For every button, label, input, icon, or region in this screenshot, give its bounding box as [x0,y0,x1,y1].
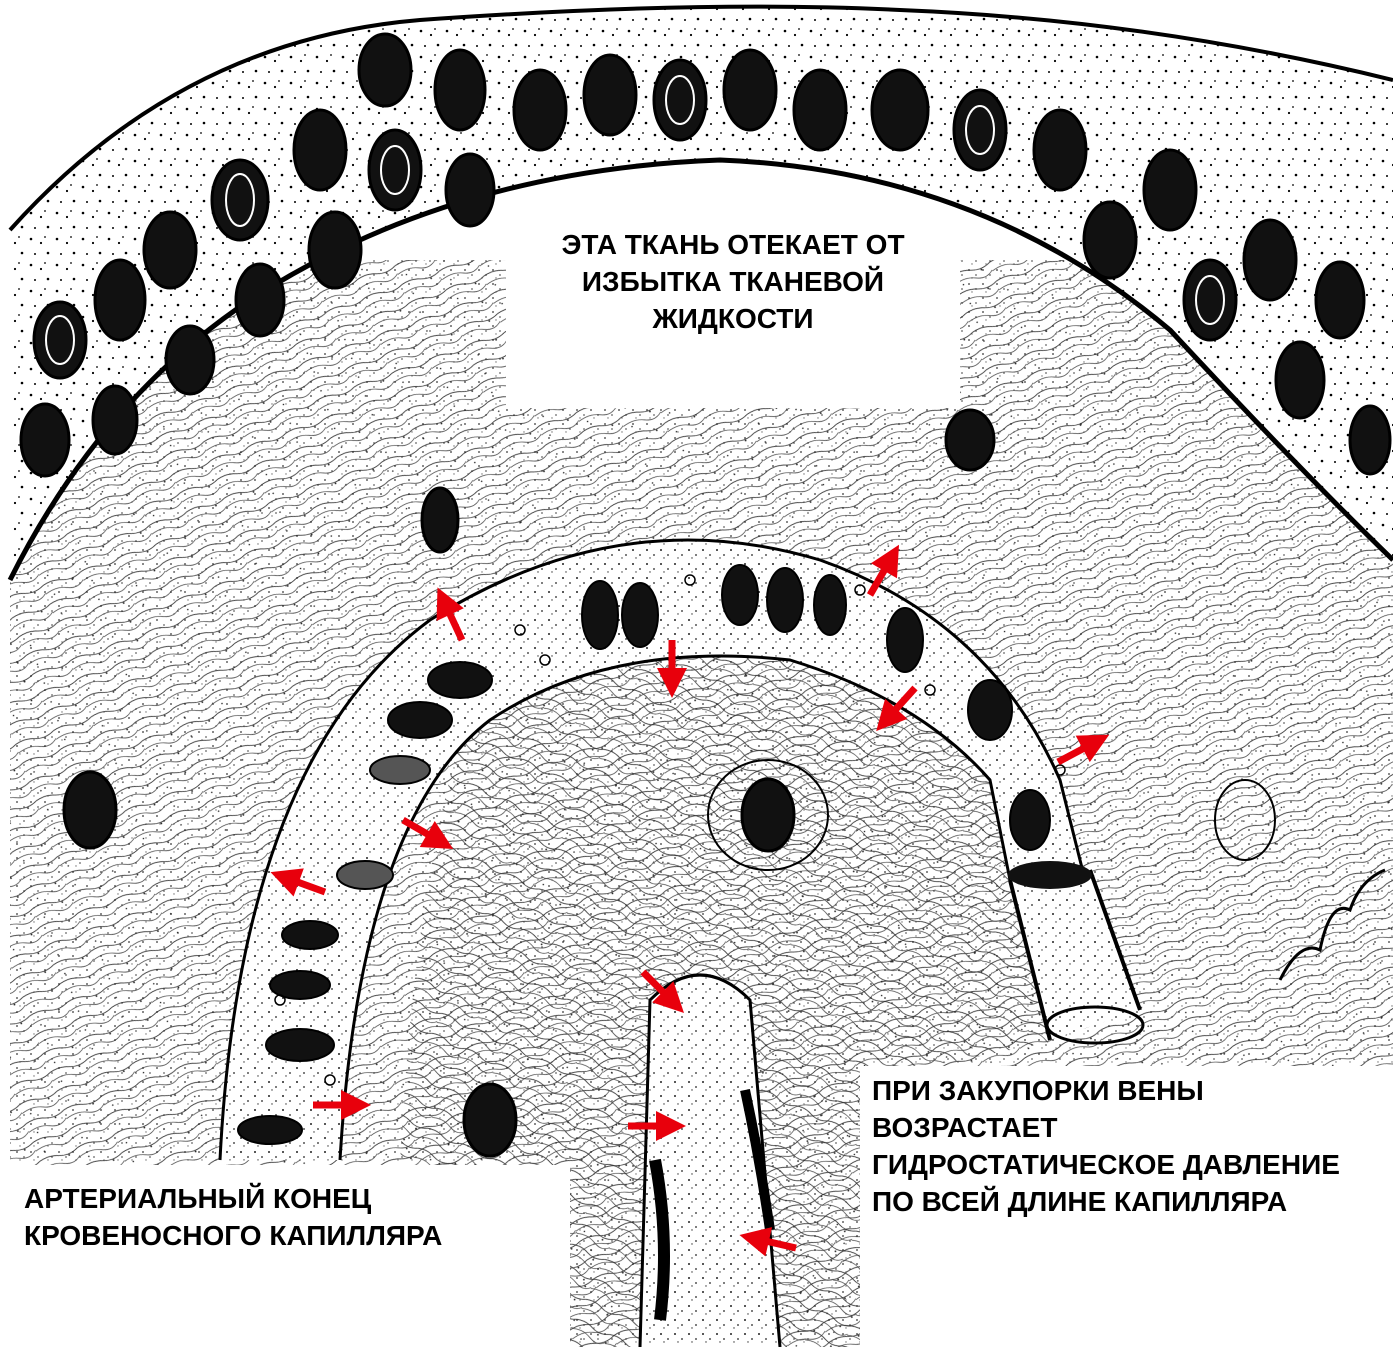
top-caption-line-2: ИЗБЫТКА ТКАНЕВОЙ [508,263,958,300]
vein-caption-line-1: ПРИ ЗАКУПОРКИ ВЕНЫ [872,1072,1393,1109]
top-caption: ЭТА ТКАНЬ ОТЕКАЕТ ОТ ИЗБЫТКА ТКАНЕВОЙ ЖИ… [508,226,958,337]
vein-caption-line-3: ГИДРОСТАТИЧЕСКОЕ ДАВЛЕНИЕ [872,1146,1393,1183]
top-caption-line-3: ЖИДКОСТИ [508,300,958,337]
top-caption-line-1: ЭТА ТКАНЬ ОТЕКАЕТ ОТ [508,226,958,263]
arterial-end-caption: АРТЕРИАЛЬНЫЙ КОНЕЦ КРОВЕНОСНОГО КАПИЛЛЯР… [24,1180,564,1254]
arterial-caption-line-2: КРОВЕНОСНОГО КАПИЛЛЯРА [24,1217,564,1254]
vein-blockage-caption: ПРИ ЗАКУПОРКИ ВЕНЫ ВОЗРАСТАЕТ ГИДРОСТАТИ… [872,1072,1393,1220]
vein-caption-line-4: ПО ВСЕЙ ДЛИНЕ КАПИЛЛЯРА [872,1183,1393,1220]
arterial-caption-line-1: АРТЕРИАЛЬНЫЙ КОНЕЦ [24,1180,564,1217]
vein-caption-line-2: ВОЗРАСТАЕТ [872,1109,1393,1146]
